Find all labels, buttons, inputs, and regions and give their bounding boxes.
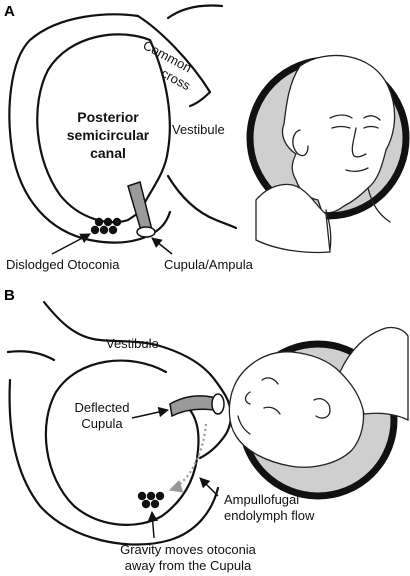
neck-a [325, 187, 391, 251]
vestibule-left-wall-b [6, 350, 56, 362]
canal-outer-wall-b [8, 378, 220, 546]
panel-b-label: B [4, 287, 15, 304]
deflected-label-line1: Deflected [75, 400, 130, 415]
canal-label-line3: canal [90, 145, 126, 161]
mouth-a [345, 167, 369, 172]
shoulders-b [339, 326, 409, 422]
gravity-label-line2: away from the Cupula [125, 558, 252, 573]
eyes-a [331, 125, 379, 129]
deflected-label-line2: Cupula [81, 416, 123, 431]
shoulders-a [255, 183, 331, 254]
flow-label-line1: Ampullofugal [224, 492, 299, 507]
vestibule-label-b: Vestibule [106, 336, 159, 351]
ampulla-crista-a [136, 226, 156, 238]
canal-label-line1: Posterior [77, 109, 139, 125]
eyes-b [261, 377, 281, 415]
cupula-arrow-a [151, 237, 173, 255]
common-cross-wall-1 [136, 14, 212, 94]
ear-b [313, 398, 331, 419]
common-cross-wall-3 [188, 90, 212, 108]
panel-a-label: A [4, 3, 15, 20]
brow-a [329, 114, 381, 121]
common-cross-wall-2 [166, 4, 224, 20]
vestibule-top-wall-b [42, 300, 224, 392]
vestibule-label-a: Vestibule [172, 122, 225, 137]
gravity-arrow [147, 510, 158, 539]
nose-a [351, 127, 367, 158]
deflected-arrow [131, 406, 170, 419]
head-b [228, 351, 365, 468]
canal-inner-wall-b [44, 359, 200, 526]
ampulla-crista-b [211, 393, 225, 415]
canal-inner-wall [36, 33, 171, 224]
flow-arrow [199, 477, 219, 497]
panel-b-canal [6, 300, 232, 546]
head-a [281, 54, 396, 214]
canal-outer-wall [8, 13, 140, 242]
otoconia-label-a: Dislodged Otoconia [6, 257, 120, 272]
flow-label-line2: endolymph flow [224, 508, 315, 523]
panel-a-canal [8, 4, 238, 244]
lying-head-illustration [228, 326, 409, 500]
otoconia-a [90, 217, 122, 235]
vestibule-wall-a [166, 174, 238, 230]
gravity-label-line1: Gravity moves otoconia [120, 542, 257, 557]
nose-b [244, 391, 251, 405]
upright-head-illustration [246, 54, 410, 254]
otoconia-b [137, 491, 165, 509]
canal-label-line2: semicircular [67, 127, 150, 143]
ampulla-wall-b [198, 388, 232, 460]
otoconia-arrow-a [51, 233, 91, 255]
cupula-label-a: Cupula/Ampula [164, 257, 254, 272]
mouth-b [237, 415, 251, 435]
ear-a [292, 129, 309, 157]
cupula-a [127, 181, 153, 236]
